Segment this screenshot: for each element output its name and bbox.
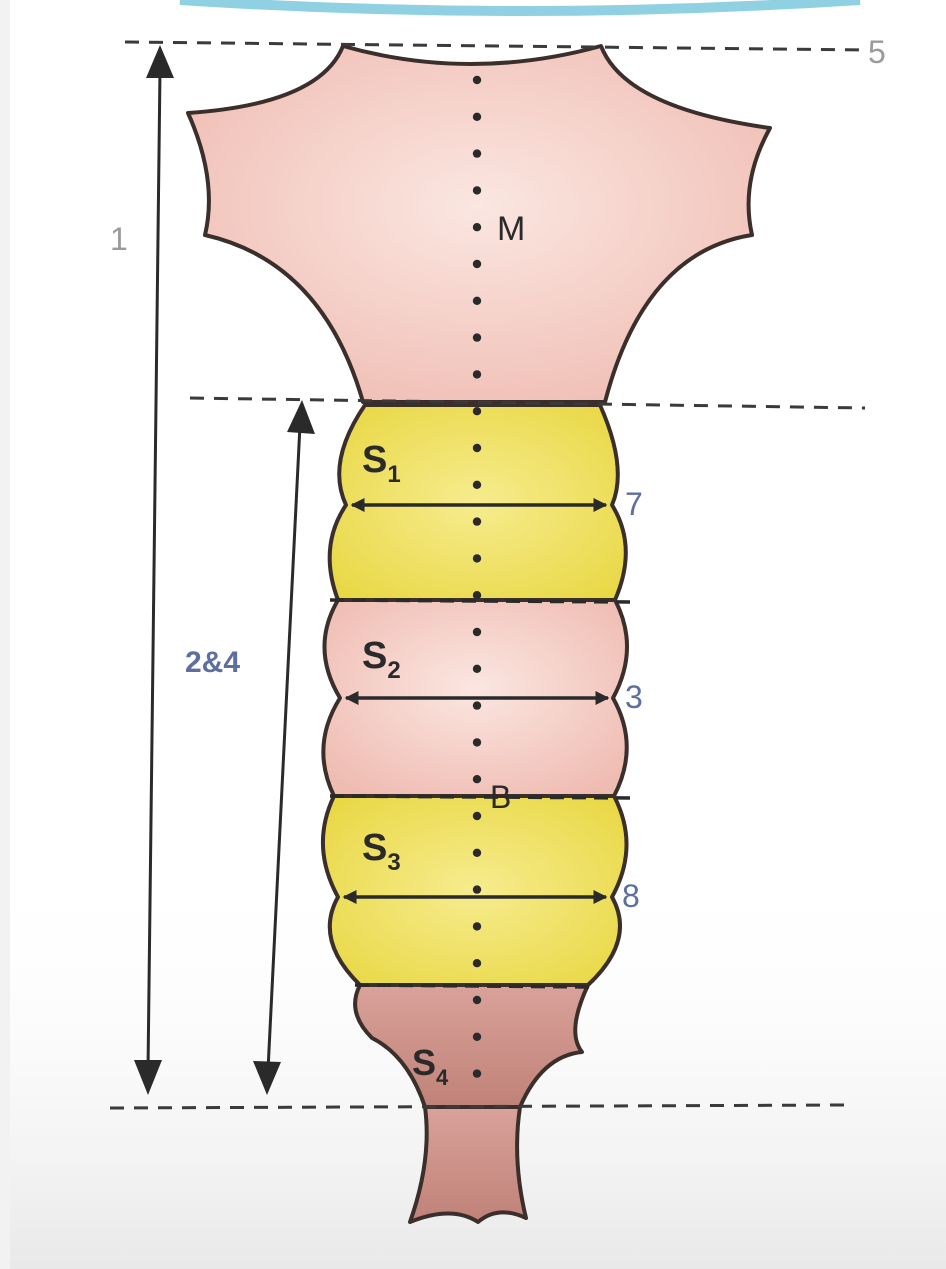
midline-dot — [473, 444, 481, 452]
midline-dot — [473, 76, 481, 84]
midline-dot — [473, 186, 481, 194]
midline-dot — [473, 885, 481, 893]
midline-dot — [473, 407, 481, 415]
label-point-b: B — [490, 779, 511, 815]
midline-dot — [473, 701, 481, 709]
midline-dot — [473, 481, 481, 489]
tail — [410, 1107, 526, 1222]
label-measure-7: 7 — [625, 486, 643, 522]
label-point-m: M — [497, 210, 525, 248]
midline-dot — [473, 1033, 481, 1041]
midline-dot — [473, 1069, 481, 1077]
label-measure-2and4: 2&4 — [185, 646, 240, 679]
left-edge-strip — [0, 0, 10, 1269]
midline-dot — [473, 113, 481, 121]
midline-dot — [473, 959, 481, 967]
midline-dot — [473, 628, 481, 636]
label-measure-8: 8 — [622, 878, 640, 914]
midline-dot — [473, 554, 481, 562]
midline-dot — [473, 922, 481, 930]
midline-dot — [473, 996, 481, 1004]
midline-dot — [473, 517, 481, 525]
label-measure-3: 3 — [625, 679, 643, 715]
midline-dot — [473, 149, 481, 157]
midline-dot — [473, 260, 481, 268]
midline-dot — [473, 223, 481, 231]
midline-dot — [473, 812, 481, 820]
midline-dot — [473, 333, 481, 341]
midline-dot — [473, 370, 481, 378]
label-measure-1: 1 — [110, 221, 128, 257]
midline-dot — [473, 738, 481, 746]
midline-dot — [473, 665, 481, 673]
label-measure-5: 5 — [868, 34, 886, 70]
midline-dot — [473, 775, 481, 783]
segment-s1 — [330, 405, 626, 600]
midline-dot — [473, 297, 481, 305]
midline-dot — [473, 849, 481, 857]
midline-dot — [473, 591, 481, 599]
